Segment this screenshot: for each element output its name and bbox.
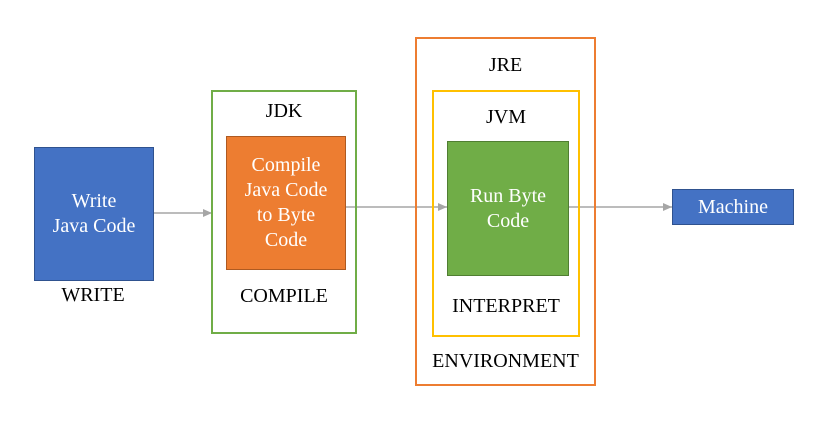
write-java-code-box: Write Java Code [34,147,154,281]
jdk-container [211,90,357,334]
jre-container [415,37,596,386]
run-byte-code-box: Run Byte Code [447,141,569,276]
compile-java-code-box: Compile Java Code to Byte Code [226,136,346,270]
jre-title: JRE [488,54,523,76]
environment-caption: ENVIRONMENT [432,350,579,372]
compile-caption: COMPILE [240,285,328,307]
jvm-title: JVM [485,106,526,128]
jdk-title: JDK [265,100,303,122]
interpret-caption: INTERPRET [452,295,560,317]
jvm-container [432,90,580,337]
write-caption: WRITE [61,284,125,306]
machine-box: Machine [672,189,794,225]
